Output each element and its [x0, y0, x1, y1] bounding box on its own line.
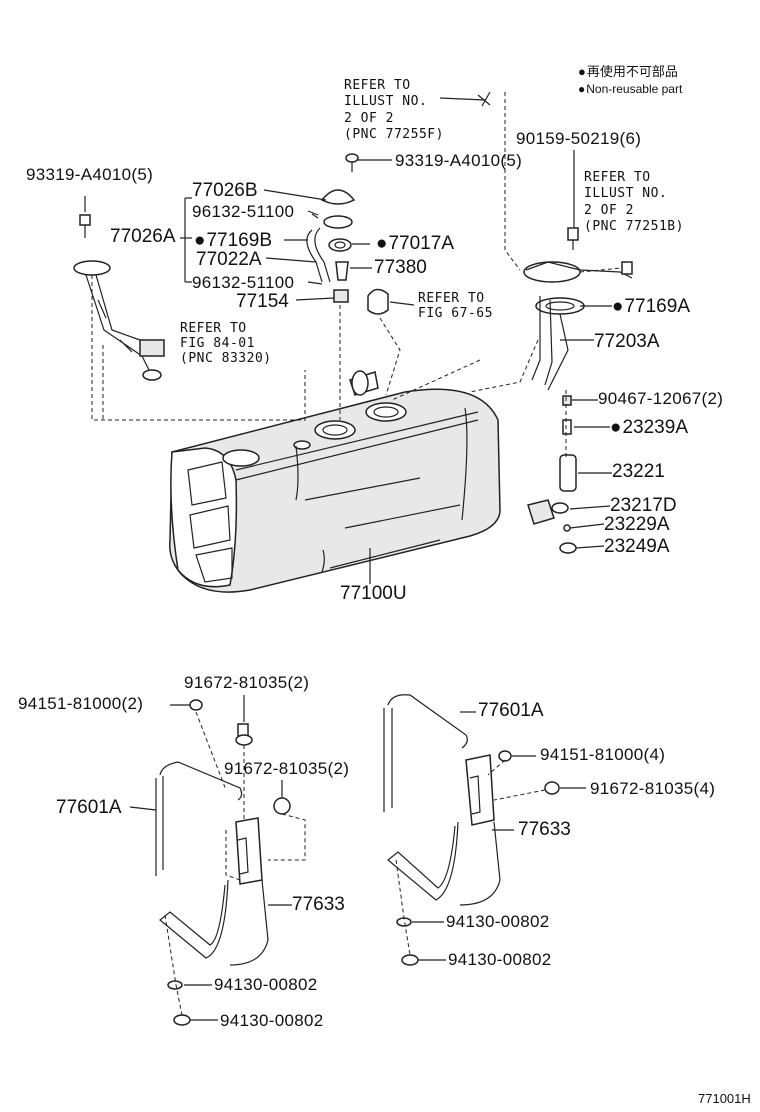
label-77169A: 77169A	[612, 297, 690, 316]
label-23217D: 23217D	[610, 495, 677, 516]
fuel-tank	[169, 370, 501, 593]
left-strap-assembly	[155, 699, 291, 1026]
label-23229A: 23229A	[604, 514, 670, 535]
right-strap-assembly	[383, 694, 560, 966]
label-77633-right: 77633	[518, 819, 571, 840]
label-77203A: 77203A	[594, 331, 660, 352]
label-77022A: 77022A	[196, 249, 262, 270]
label-94130-l2: 94130-00802	[220, 1011, 324, 1030]
label-90159: 90159-50219(6)	[516, 129, 642, 148]
label-96132-a: 96132-51100	[192, 202, 295, 221]
leader-lines	[84, 91, 623, 1021]
label-91672-b: 91672-81035(2)	[224, 759, 350, 778]
label-77601A-left: 77601A	[56, 797, 122, 818]
label-77154: 77154	[236, 291, 289, 312]
illustration-id: 771001H	[698, 1091, 751, 1106]
label-93319-top: 93319-A4010(5)	[395, 151, 523, 170]
label-23221: 23221	[612, 461, 665, 482]
label-77633-left: 77633	[292, 894, 345, 915]
label-94130-r2: 94130-00802	[448, 950, 552, 969]
label-23239A: 23239A	[610, 418, 688, 437]
label-90467: 90467-12067(2)	[598, 389, 724, 408]
label-77100U: 77100U	[340, 583, 407, 604]
label-77026A: 77026A	[110, 226, 176, 247]
legend-jp: 再使用不可部品	[578, 64, 678, 79]
label-91672-c: 91672-81035(4)	[590, 779, 716, 798]
label-91672-a: 91672-81035(2)	[184, 673, 310, 692]
label-77017A: 77017A	[376, 234, 454, 253]
fuel-sender-gauge	[73, 214, 165, 381]
label-96132-b: 96132-51100	[192, 273, 295, 292]
label-77026B: 77026B	[192, 180, 258, 201]
label-77380: 77380	[374, 257, 427, 278]
label-94151-a: 94151-81000(2)	[18, 694, 144, 713]
label-77601A-right: 77601A	[478, 700, 544, 721]
legend-en: Non-reusable part	[578, 82, 682, 96]
label-77169B: 77169B	[194, 231, 272, 250]
label-94130-l1: 94130-00802	[214, 975, 318, 994]
label-93319-left: 93319-A4010(5)	[26, 165, 154, 184]
fuel-pump-assembly	[523, 227, 633, 554]
label-23249A: 23249A	[604, 536, 670, 557]
label-94151-b: 94151-81000(4)	[540, 745, 666, 764]
label-94130-r1: 94130-00802	[446, 912, 550, 931]
